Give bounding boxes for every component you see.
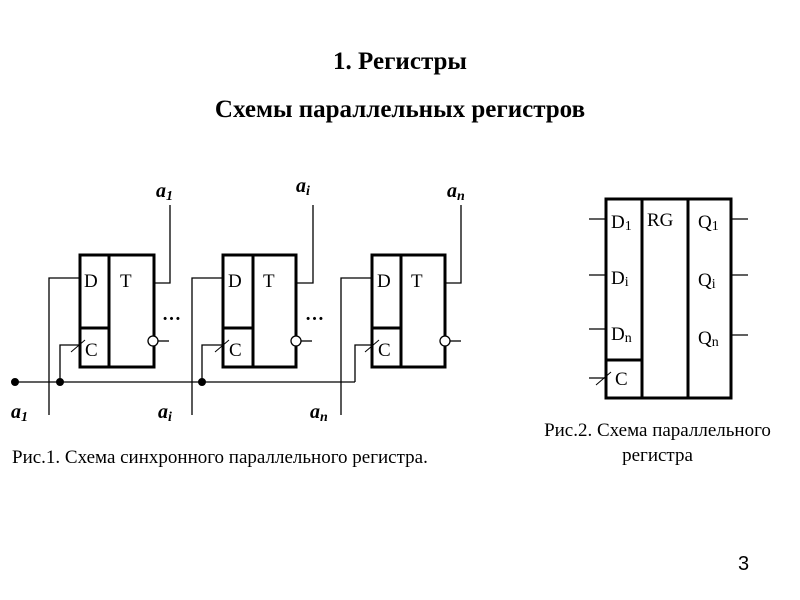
register-output-q1-label: Q1	[698, 212, 719, 234]
slide-title: 1. Регистры	[333, 48, 467, 75]
flipflop-1-input-label: a1	[11, 401, 28, 425]
register-clock-edge-mark	[595, 371, 612, 386]
flipflop-2-input-label: ai	[158, 401, 172, 425]
flipflop-1-d-label: D	[84, 271, 98, 292]
flipflop-1-output-label: a1	[156, 180, 173, 204]
figure2-labels: D1 Di Dn C RG Q1 Qi Qn	[611, 210, 719, 390]
register-input-dn-label: Dn	[611, 324, 632, 346]
flipflop-2-output-label: ai	[296, 175, 310, 199]
flipflop-2-q-wire	[296, 205, 314, 284]
flipflop-3-body	[370, 253, 447, 369]
flipflop-1	[48, 205, 171, 415]
slide-subtitle: Схемы параллельных регистров	[214, 96, 586, 123]
flipflop-2	[191, 205, 314, 415]
register-type-label: RG	[647, 210, 674, 231]
flipflop-3-q-wire	[445, 205, 462, 284]
flipflop-3	[340, 205, 462, 415]
flipflop-2-inverted-output-bubble	[290, 335, 302, 347]
register-input-d1-label: D1	[611, 212, 632, 234]
flipflop-3-t-label: T	[411, 271, 423, 292]
flipflop-2-c-label: C	[229, 340, 242, 361]
flipflop-1-edge-mark	[70, 339, 86, 353]
flipflop-2-d-label: D	[228, 271, 242, 292]
register-output-qi-label: Qi	[698, 270, 716, 292]
flipflop-3-c-wire	[354, 344, 372, 382]
figure1-schematic	[11, 205, 462, 415]
flipflop-3-c-label: C	[378, 340, 391, 361]
flipflop-3-d-label: D	[377, 271, 391, 292]
flipflop-1-inverted-output-bubble	[147, 335, 159, 347]
flipflop-1-t-label: T	[120, 271, 132, 292]
flipflop-2-body	[221, 253, 298, 369]
flipflop-3-d-wire	[340, 277, 372, 415]
flipflop-3-edge-mark	[364, 339, 380, 353]
flipflop-1-body	[78, 253, 156, 369]
register-input-di-label: Di	[611, 268, 629, 290]
figure1-caption: Рис.1. Схема синхронного параллельного р…	[12, 447, 428, 468]
figure2-register-block	[589, 197, 748, 400]
register-output-qn-label: Qn	[698, 328, 719, 350]
flipflop-1-q-wire	[154, 205, 171, 284]
flipflop-2-edge-mark	[214, 339, 230, 353]
flipflop-1-d-wire	[48, 277, 80, 415]
flipflop-2-c-wire	[201, 344, 223, 382]
flipflop-2-d-wire	[191, 277, 223, 415]
flipflop-3-inverted-output-bubble	[439, 335, 451, 347]
page-number: 3	[738, 553, 750, 575]
flipflop-1-c-wire	[59, 344, 80, 382]
clock-input-node	[11, 378, 19, 386]
register-clock-label: C	[615, 369, 628, 390]
flipflop-3-output-label: an	[447, 180, 465, 204]
figure2-caption: Рис.2. Схема параллельного регистра	[544, 420, 771, 466]
ellipsis-1: …	[162, 304, 181, 325]
flipflop-1-c-label: C	[85, 340, 98, 361]
register-body	[604, 197, 733, 400]
figure1-labels: D T C a1 a1 D T C ai ai D T C an an … …	[11, 175, 465, 425]
ellipsis-2: …	[305, 304, 324, 325]
flipflop-3-input-label: an	[310, 401, 328, 425]
flipflop-2-t-label: T	[263, 271, 275, 292]
